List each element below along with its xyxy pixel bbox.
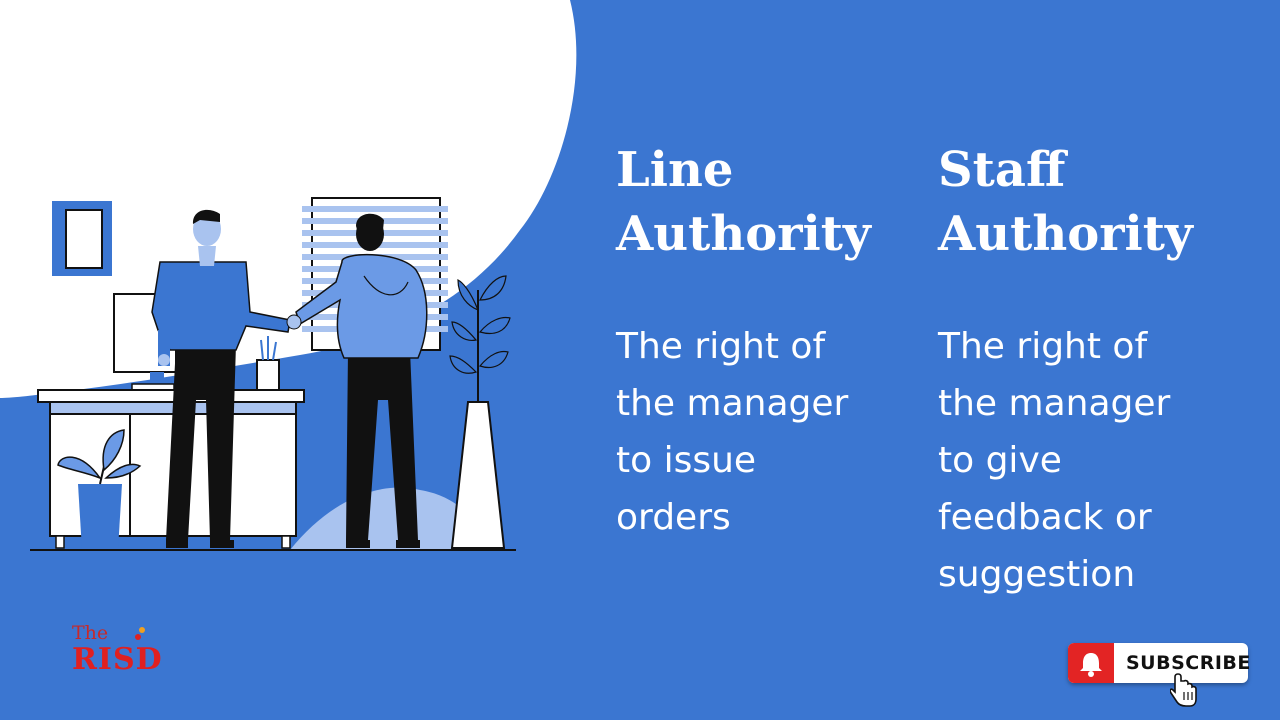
bell-icon-box [1068, 643, 1114, 683]
the-risd-logo: The RISD [72, 622, 182, 682]
man-left [151, 209, 291, 548]
logo-dots-icon [135, 627, 148, 640]
line-authority-title: Line Authority [616, 138, 916, 266]
title-line-1: Staff [938, 142, 1066, 198]
desc-line: the manager [616, 383, 849, 424]
white-blob-shape [0, 0, 577, 398]
staff-authority-title: Staff Authority [938, 138, 1238, 266]
line-authority-description: The right of the manager to issue orders [616, 318, 916, 546]
small-plant [57, 429, 142, 550]
logo-risd-text: RISD [72, 642, 163, 677]
vase-plant [449, 275, 511, 549]
staff-authority-column: Staff Authority The right of the manager… [938, 138, 1238, 595]
desc-line: The right of [616, 326, 826, 367]
desc-line: suggestion [938, 554, 1136, 595]
logo-the-text: The [72, 622, 109, 644]
bell-icon [1080, 653, 1102, 677]
staff-authority-description: The right of the manager to give feedbac… [938, 318, 1238, 603]
desc-line: to give [938, 440, 1062, 481]
desc-line: feedback or [938, 497, 1152, 538]
desc-line: to issue [616, 440, 757, 481]
desc-line: orders [616, 497, 731, 538]
picture-frame [52, 201, 112, 276]
hand-cursor-icon [1170, 673, 1197, 707]
subscribe-button[interactable]: SUBSCRIBE [1068, 643, 1251, 683]
subscribe-label: SUBSCRIBE [1126, 652, 1251, 674]
man-right [286, 213, 428, 548]
line-authority-column: Line Authority The right of the manager … [616, 138, 916, 538]
desc-line: the manager [938, 383, 1171, 424]
title-line-2: Authority [616, 206, 871, 262]
pencil-cup [256, 336, 280, 391]
title-line-1: Line [616, 142, 734, 198]
desc-line: The right of [938, 326, 1148, 367]
title-line-2: Authority [938, 206, 1193, 262]
